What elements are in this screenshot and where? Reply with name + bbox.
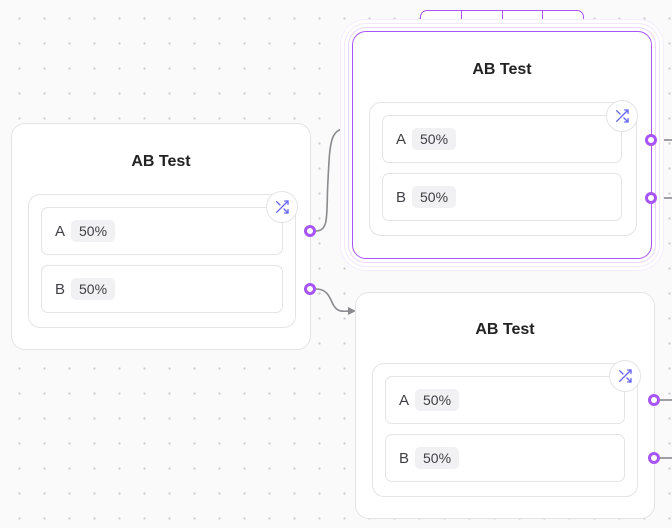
ab-test-node-selected[interactable]: AB Test A 50% B 50%	[352, 31, 652, 259]
path-percent-badge[interactable]: 50%	[415, 389, 460, 411]
shuffle-button[interactable]	[609, 360, 641, 392]
paths-container: A 50% B 50%	[28, 194, 296, 328]
output-handle-a[interactable]	[304, 225, 316, 237]
path-label: A	[55, 222, 66, 240]
shuffle-button[interactable]	[606, 100, 638, 132]
output-handle-a[interactable]	[648, 394, 660, 406]
paths-container: A 50% B 50%	[372, 363, 638, 497]
path-percent-badge[interactable]: 50%	[71, 220, 116, 242]
path-label: B	[399, 449, 410, 467]
shuffle-icon	[619, 369, 632, 383]
shuffle-icon	[276, 200, 289, 214]
output-handle-b[interactable]	[304, 283, 316, 295]
paths-container: A 50% B 50%	[369, 102, 637, 236]
node-title: AB Test	[475, 321, 535, 338]
ab-test-node[interactable]: AB Test A 50% B 50%	[11, 123, 311, 350]
shuffle-button[interactable]	[266, 191, 298, 223]
edge-b-to-bottom-node	[315, 288, 356, 316]
node-title: AB Test	[472, 61, 532, 78]
shuffle-icon	[616, 109, 629, 123]
path-item-a[interactable]: A 50%	[385, 376, 625, 424]
play-icon	[436, 21, 447, 33]
path-item-a[interactable]: A 50%	[382, 115, 622, 163]
path-label: B	[55, 280, 66, 298]
run-button[interactable]	[421, 11, 462, 43]
output-handle-a[interactable]	[645, 134, 657, 146]
path-percent-badge[interactable]: 50%	[412, 186, 457, 208]
path-item-a[interactable]: A 50%	[41, 207, 283, 255]
path-percent-badge[interactable]: 50%	[412, 128, 457, 150]
ab-test-node[interactable]: AB Test A 50% B 50%	[355, 292, 655, 519]
path-label: A	[396, 130, 407, 148]
path-percent-badge[interactable]: 50%	[71, 278, 116, 300]
node-title: AB Test	[131, 153, 191, 170]
path-item-b[interactable]: B 50%	[385, 434, 625, 482]
path-label: A	[399, 391, 410, 409]
path-percent-badge[interactable]: 50%	[415, 447, 460, 469]
edge-a-to-top-node	[315, 124, 352, 232]
path-label: B	[396, 188, 407, 206]
path-item-b[interactable]: B 50%	[41, 265, 283, 313]
output-handle-b[interactable]	[648, 452, 660, 464]
path-item-b[interactable]: B 50%	[382, 173, 622, 221]
output-handle-b[interactable]	[645, 192, 657, 204]
